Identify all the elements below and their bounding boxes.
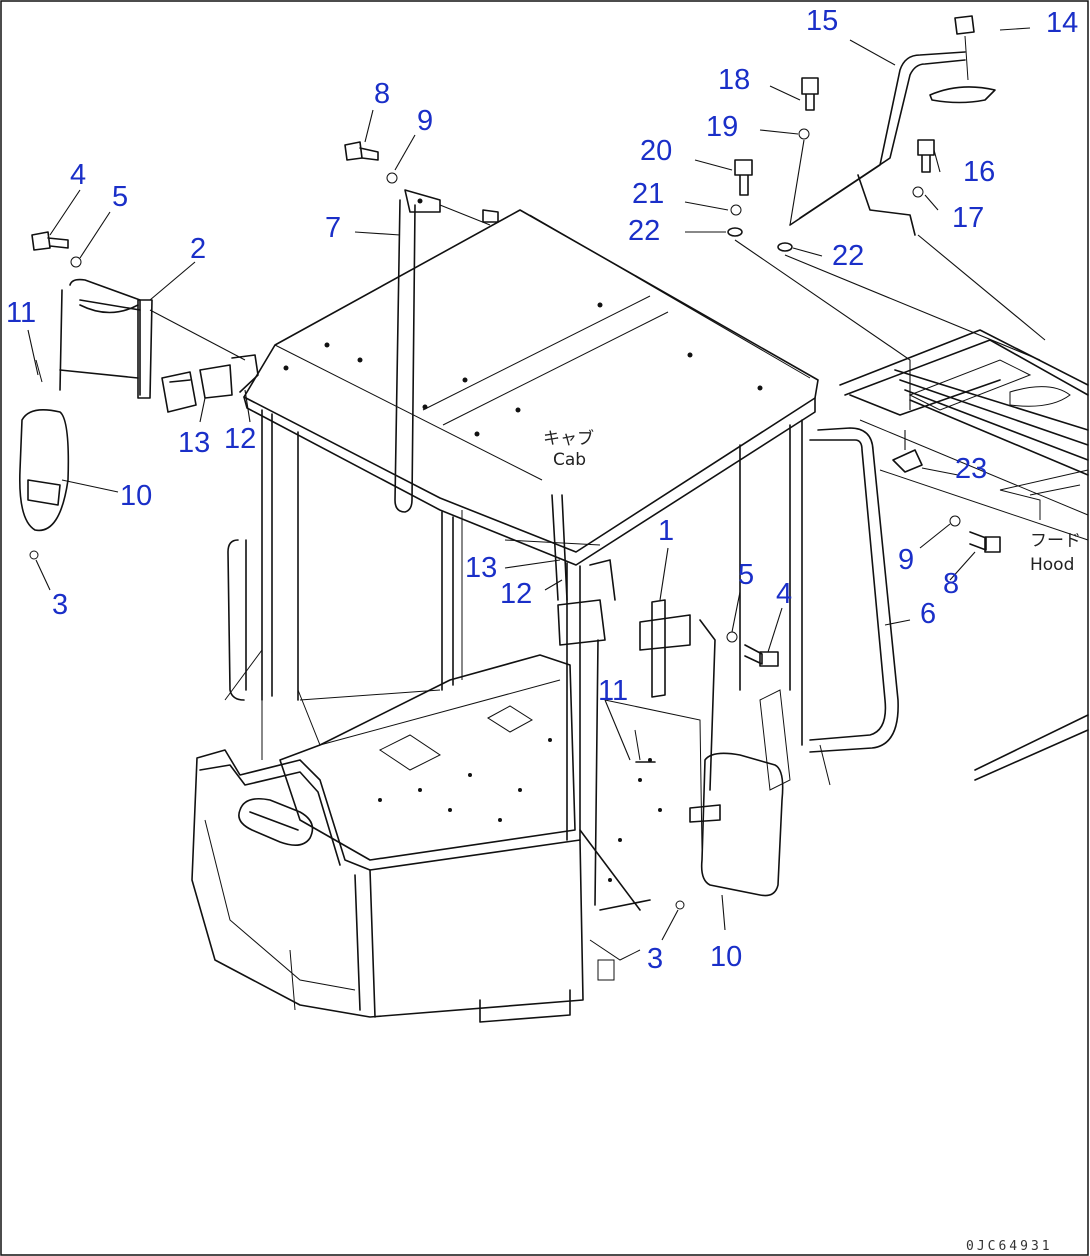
hardware <box>31 77 1001 763</box>
callout-20: 20 <box>640 135 672 167</box>
cab-pillars <box>261 409 803 841</box>
part-callouts: 1 2 3 3 4 4 5 5 6 7 8 8 9 9 10 10 11 11 … <box>6 5 1078 975</box>
left-mirror-assembly <box>18 278 259 560</box>
callout-13: 13 <box>465 552 497 584</box>
hood-label-en: Hood <box>1030 555 1074 575</box>
callout-21: 21 <box>632 178 664 210</box>
callout-6: 6 <box>920 598 936 630</box>
cab-label-ja: キャブ <box>543 428 594 449</box>
callout-12: 12 <box>224 423 256 455</box>
callout-8: 8 <box>374 78 390 110</box>
callout-10: 10 <box>120 480 152 512</box>
callout-11: 11 <box>598 675 628 707</box>
callout-12: 12 <box>500 578 532 610</box>
callout-7: 7 <box>325 212 341 244</box>
leader-lines <box>27 27 1031 941</box>
callout-15: 15 <box>806 5 838 37</box>
cab-roof <box>243 209 819 566</box>
callout-18: 18 <box>718 64 750 96</box>
handrail-6 <box>759 427 899 791</box>
callout-19: 19 <box>706 111 738 143</box>
hood-label: フード Hood <box>1030 531 1081 575</box>
callout-3: 3 <box>647 943 663 975</box>
callout-10: 10 <box>710 941 742 973</box>
callout-16: 16 <box>963 156 995 188</box>
hood-details <box>999 484 1081 520</box>
assembly-lines <box>734 139 1046 450</box>
callout-14: 14 <box>1046 7 1078 39</box>
callout-22: 22 <box>832 240 864 272</box>
callout-22: 22 <box>628 215 660 247</box>
cab-label: キャブ Cab <box>543 428 594 470</box>
callout-5: 5 <box>112 181 128 213</box>
hood-label-ja: フード <box>1030 531 1081 551</box>
callout-17: 17 <box>952 202 984 234</box>
callout-9: 9 <box>417 105 433 137</box>
callout-1: 1 <box>658 515 674 547</box>
grab-rail-7 <box>394 189 499 513</box>
callout-2: 2 <box>190 233 206 265</box>
callout-4: 4 <box>70 159 86 191</box>
upper-mirror-bracket <box>789 15 996 236</box>
callout-3: 3 <box>52 589 68 621</box>
callout-9: 9 <box>898 544 914 576</box>
drawing-code: 0JC64931 <box>966 1239 1053 1254</box>
callout-5: 5 <box>738 559 754 591</box>
cab-label-en: Cab <box>553 450 586 470</box>
cab-front-body <box>191 539 651 1023</box>
callout-13: 13 <box>178 427 210 459</box>
callout-23: 23 <box>955 453 987 485</box>
callout-11: 11 <box>6 297 36 329</box>
callout-8: 8 <box>943 568 959 600</box>
callout-4: 4 <box>776 578 792 610</box>
